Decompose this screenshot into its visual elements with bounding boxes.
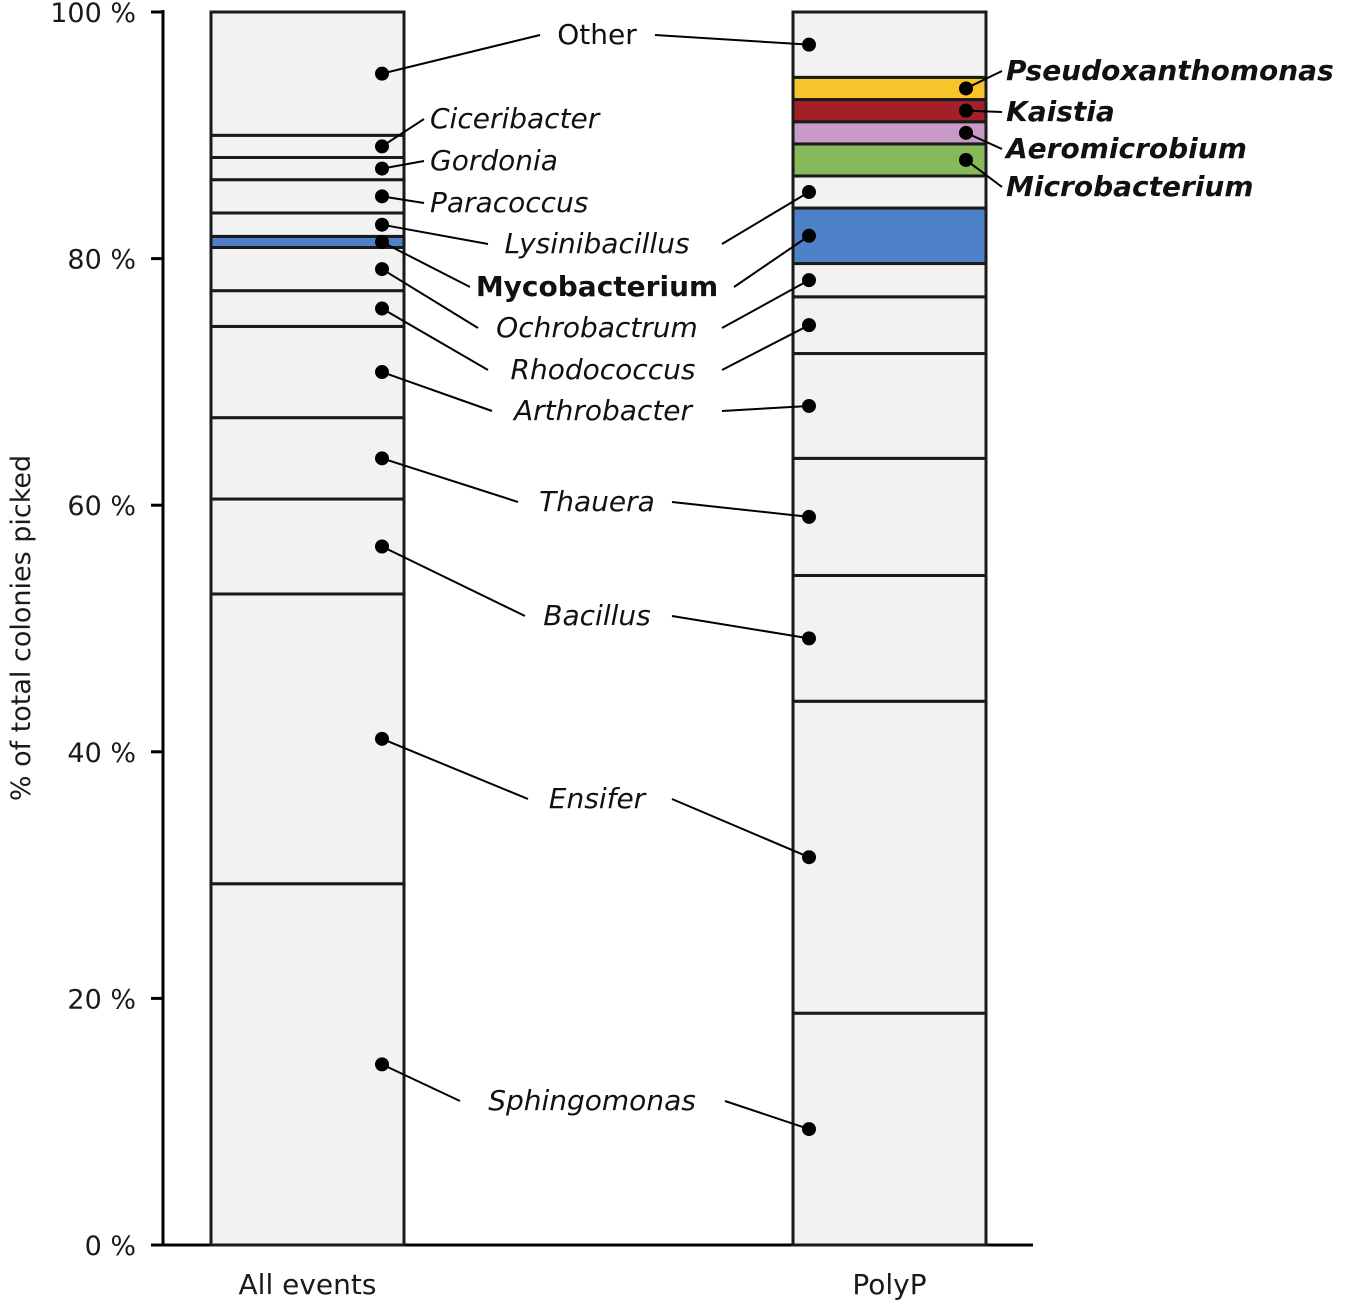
leader-line-mycobacterium-left <box>381 241 471 288</box>
bars-group <box>209 10 988 1247</box>
y-tick-label: 100 % <box>50 0 136 29</box>
bar-segment-polyp-bacillus <box>791 573 988 703</box>
series-label-aeromicrobium: Aeromicrobium <box>1004 132 1247 165</box>
series-label-sphingomonas: Sphingomonas <box>488 1084 696 1117</box>
leader-line-aeromicrobium-right <box>965 131 1003 150</box>
series-label-thauera: Thauera <box>539 485 655 518</box>
leader-line-other-left <box>381 34 541 75</box>
y-tick-label: 0 % <box>85 1231 136 1262</box>
series-label-pseudoxanthomonas: Pseudoxanthomonas <box>1006 54 1334 87</box>
bar-segment-polyp-arthrobacter <box>791 352 988 460</box>
leader-line-thauera-left <box>381 457 519 503</box>
series-label-ciceribacter: Ciceribacter <box>430 102 601 135</box>
leader-line-lysinibacillus-right <box>721 191 810 245</box>
bar-segment-polyp-pseudoxanthomonas <box>791 75 988 102</box>
leader-line-microbacterium-right <box>965 159 1003 188</box>
bar-segment-all-events-ensifer <box>209 592 406 886</box>
bar-segment-all-events-bacillus <box>209 497 406 596</box>
leader-line-rhodococcus-left <box>381 307 489 371</box>
x-category-label: PolyP <box>852 1268 926 1301</box>
series-label-microbacterium: Microbacterium <box>1006 170 1254 203</box>
leader-line-rhodococcus-right <box>721 324 810 371</box>
leader-line-lysinibacillus-left <box>381 223 489 245</box>
x-category-label: All events <box>239 1268 377 1301</box>
leader-line-ensifer-left <box>381 737 529 800</box>
leader-line-arthrobacter-left <box>381 371 493 412</box>
leader-line-gordonia-left <box>381 160 425 170</box>
series-label-bacillus: Bacillus <box>543 599 650 632</box>
leader-line-other-right <box>654 34 810 46</box>
bar-segment-all-events-other <box>209 10 406 137</box>
series-label-gordonia: Gordonia <box>430 144 558 177</box>
bar-segment-all-events-sphingomonas <box>209 882 406 1247</box>
series-label-arthrobacter: Arthrobacter <box>512 394 694 427</box>
leader-line-thauera-right <box>671 501 810 518</box>
leader-line-kaistia-right <box>965 109 1003 113</box>
bar-segment-polyp-microbacterium <box>791 142 988 178</box>
y-axis-label: % of total colonies picked <box>6 455 37 801</box>
y-tick-label: 60 % <box>67 491 136 522</box>
leader-lines-group <box>375 34 1003 1137</box>
y-tick-label: 80 % <box>67 245 136 276</box>
leader-line-bacillus-left <box>381 545 526 617</box>
bar-segment-polyp-sphingomonas <box>791 1011 988 1247</box>
bar-segment-polyp-rhodococcus <box>791 295 988 356</box>
leader-line-pseudoxanthomonas-right <box>965 70 1003 90</box>
leader-line-ciceribacter-left <box>381 118 425 148</box>
bar-segment-polyp-aeromicrobium <box>791 120 988 146</box>
bar-segment-polyp-kaistia <box>791 98 988 124</box>
leader-line-sphingomonas-left <box>381 1063 461 1102</box>
bar-segment-polyp-lysinibacillus <box>791 174 988 210</box>
leader-line-arthrobacter-right <box>721 404 810 412</box>
series-label-lysinibacillus: Lysinibacillus <box>504 227 689 260</box>
leader-line-bacillus-right <box>671 615 810 640</box>
series-label-kaistia: Kaistia <box>1006 95 1115 128</box>
leader-line-ensifer-right <box>671 798 810 859</box>
series-label-ochrobactrum: Ochrobactrum <box>496 311 698 344</box>
leader-line-ochrobactrum-right <box>721 279 810 329</box>
bar-segment-polyp-thauera <box>791 456 988 577</box>
bar-segment-all-events-paracoccus <box>209 178 406 215</box>
series-label-paracoccus: Paracoccus <box>430 186 588 219</box>
leader-line-mycobacterium-right <box>733 234 810 288</box>
leader-line-paracoccus-left <box>381 195 425 204</box>
labels-group: All events PolyP Sphingomonas Ensifer Bacill… <box>239 18 1334 1301</box>
leader-line-sphingomonas-right <box>724 1100 810 1131</box>
axes-group: 0 % 20 % 40 % 60 % 80 % 100 % % of total colon… <box>6 0 1033 1262</box>
y-tick-label: 40 % <box>67 738 136 769</box>
series-label-rhodococcus: Rhodococcus <box>511 353 696 386</box>
series-label-ensifer: Ensifer <box>549 782 647 815</box>
bar-segment-polyp-ochrobactrum <box>791 262 988 299</box>
series-label-mycobacterium: Mycobacterium <box>476 270 718 303</box>
bar-segment-all-events-arthrobacter <box>209 324 406 420</box>
series-label-other: Other <box>557 18 637 51</box>
bar-segment-polyp-ensifer <box>791 699 988 1015</box>
y-tick-label: 20 % <box>67 984 136 1015</box>
bar-segment-polyp-other <box>791 10 988 79</box>
bar-segment-polyp-mycobacterium <box>791 206 988 266</box>
leader-line-ochrobactrum-left <box>381 268 479 329</box>
bar-segment-all-events-rhodococcus <box>209 289 406 328</box>
bar-segment-all-events-ochrobactrum <box>209 246 406 293</box>
